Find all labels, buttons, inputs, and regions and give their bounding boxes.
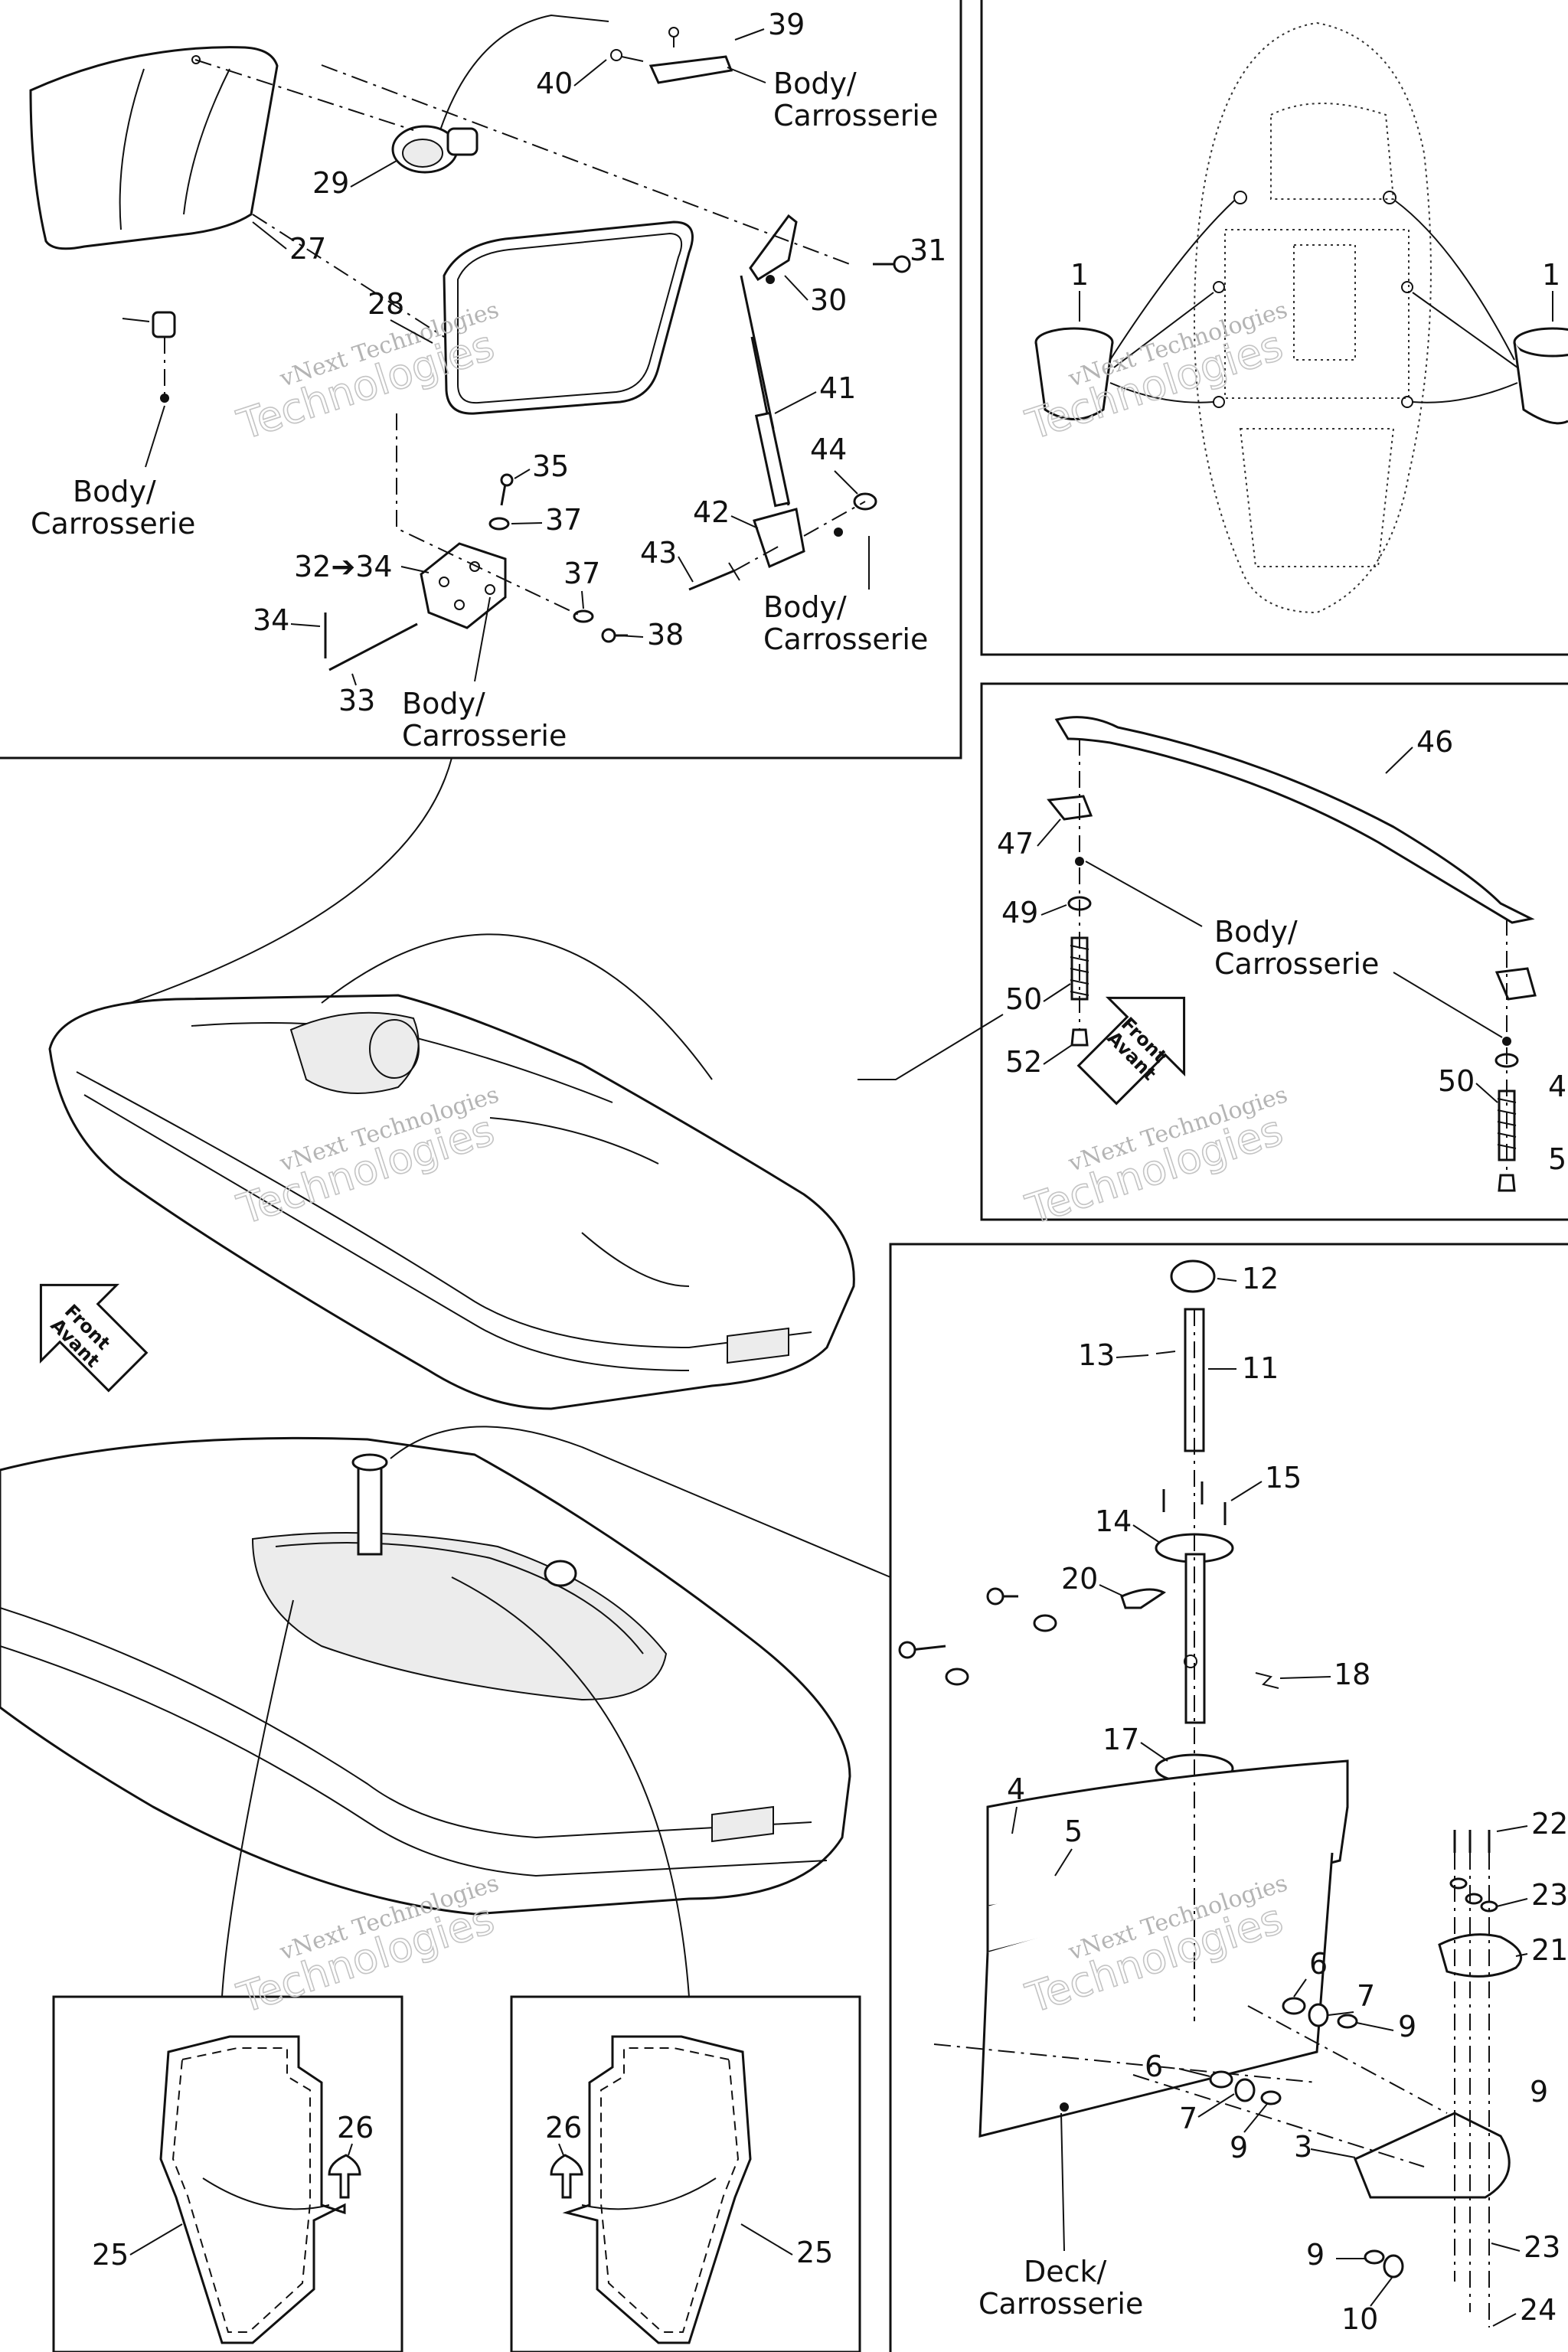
inset-left	[159, 2035, 361, 2344]
callout-24: 24	[1520, 2293, 1557, 2327]
callout-22: 22	[1531, 1807, 1568, 1841]
bracket-part-30	[749, 214, 798, 282]
panel-part-27	[29, 46, 279, 250]
lock-part-29	[391, 125, 479, 174]
hinge-part-32-34	[420, 542, 507, 629]
callout-35: 35	[532, 449, 569, 483]
callout-31: 31	[910, 234, 946, 267]
callout-3: 3	[1294, 2130, 1312, 2164]
callout-7a: 7	[1357, 1979, 1375, 2013]
callout-26-right: 26	[545, 2111, 582, 2145]
callout-17: 17	[1102, 1723, 1139, 1756]
callout-23b: 23	[1524, 2230, 1560, 2264]
callout-34: 34	[253, 603, 289, 637]
callout-6a: 6	[1309, 1947, 1328, 1981]
callout-37a: 37	[545, 503, 582, 537]
rail-part-46	[1054, 716, 1535, 924]
callout-5-cut: 5	[1548, 1142, 1566, 1176]
body-label-5b: Carrosserie	[1214, 947, 1379, 981]
deck-label-a: Deck/	[1024, 2255, 1107, 2288]
gas-spring-part-41	[740, 275, 775, 430]
callout-4-cut: 4	[1548, 1070, 1566, 1103]
callout-13: 13	[1078, 1338, 1115, 1372]
callout-9b: 9	[1530, 2075, 1548, 2109]
body-label-1a: Body/	[773, 67, 857, 100]
callout-9c: 9	[1230, 2131, 1248, 2164]
callout-30: 30	[810, 283, 847, 317]
callout-49: 49	[1001, 896, 1038, 929]
callout-5: 5	[1064, 1815, 1083, 1848]
body-label-3b: Carrosserie	[763, 622, 928, 656]
cupholder-assembly	[1034, 21, 1568, 614]
grab-rail-assembly	[1047, 716, 1537, 1192]
body-label-3a: Body/	[763, 590, 847, 624]
callout-47: 47	[997, 827, 1034, 861]
body-label-5a: Body/	[1214, 915, 1298, 949]
body-labels: Body/ Carrosserie Body/ Carrosserie Body…	[31, 67, 1379, 2321]
front-arrow-left	[39, 1283, 149, 1393]
front-arrow-right	[1076, 996, 1186, 1106]
deck-label-b: Carrosserie	[978, 2287, 1143, 2321]
callout-25-right: 25	[796, 2236, 833, 2269]
callout-23a: 23	[1531, 1878, 1568, 1912]
hull-top-view	[1193, 21, 1432, 614]
callout-37b: 37	[564, 557, 600, 590]
callout-14: 14	[1095, 1504, 1132, 1538]
callout-1-left: 1	[1070, 258, 1089, 292]
callout-52: 52	[1005, 1045, 1042, 1079]
callout-25-left: 25	[92, 2238, 129, 2272]
callout-9a: 9	[1398, 2010, 1416, 2043]
callout-50-right: 50	[1438, 1064, 1475, 1098]
callout-11: 11	[1242, 1351, 1279, 1385]
latch-part-39	[648, 55, 733, 84]
callout-4: 4	[1007, 1772, 1025, 1806]
callout-32-34: 32➔34	[294, 550, 393, 583]
bracket-part-42	[753, 508, 805, 569]
callout-26-left: 26	[337, 2111, 374, 2145]
body-label-4a: Body/	[402, 687, 485, 720]
callout-6b: 6	[1145, 2050, 1163, 2083]
body-label-2a: Body/	[73, 475, 156, 508]
callout-21: 21	[1531, 1933, 1568, 1967]
callout-50-left: 50	[1005, 982, 1042, 1016]
callout-38: 38	[647, 618, 684, 652]
post-assembly	[898, 1259, 1523, 2328]
callout-44: 44	[810, 433, 847, 466]
part-callouts: 39 40 29 27 31 30 28 41 35 44 37 42 43 3…	[92, 8, 1568, 2336]
rear-deck-view	[0, 1426, 891, 1998]
callout-9d: 9	[1306, 2238, 1325, 2272]
glovebox-assembly	[29, 14, 911, 1004]
inset-right	[550, 2035, 752, 2344]
body-label-2b: Carrosserie	[31, 507, 195, 541]
seal-part-28	[443, 220, 694, 415]
callout-10: 10	[1341, 2302, 1378, 2336]
callout-12: 12	[1242, 1262, 1279, 1295]
callout-29: 29	[312, 166, 349, 200]
callout-41: 41	[819, 371, 856, 405]
callout-18: 18	[1334, 1658, 1370, 1691]
callout-20: 20	[1061, 1562, 1098, 1596]
body-label-4b: Carrosserie	[402, 719, 567, 753]
callout-27: 27	[289, 232, 326, 266]
boat-side-view	[39, 933, 1004, 1410]
callout-46: 46	[1416, 725, 1453, 759]
callout-40: 40	[536, 67, 573, 100]
callout-15: 15	[1265, 1461, 1302, 1494]
callout-42: 42	[693, 495, 730, 529]
callout-28: 28	[368, 287, 404, 321]
callout-1-right: 1	[1542, 258, 1560, 292]
callout-39: 39	[768, 8, 805, 41]
callout-43: 43	[640, 536, 677, 570]
callout-7b: 7	[1179, 2102, 1197, 2135]
callout-33: 33	[338, 684, 375, 717]
body-label-1b: Carrosserie	[773, 99, 938, 132]
